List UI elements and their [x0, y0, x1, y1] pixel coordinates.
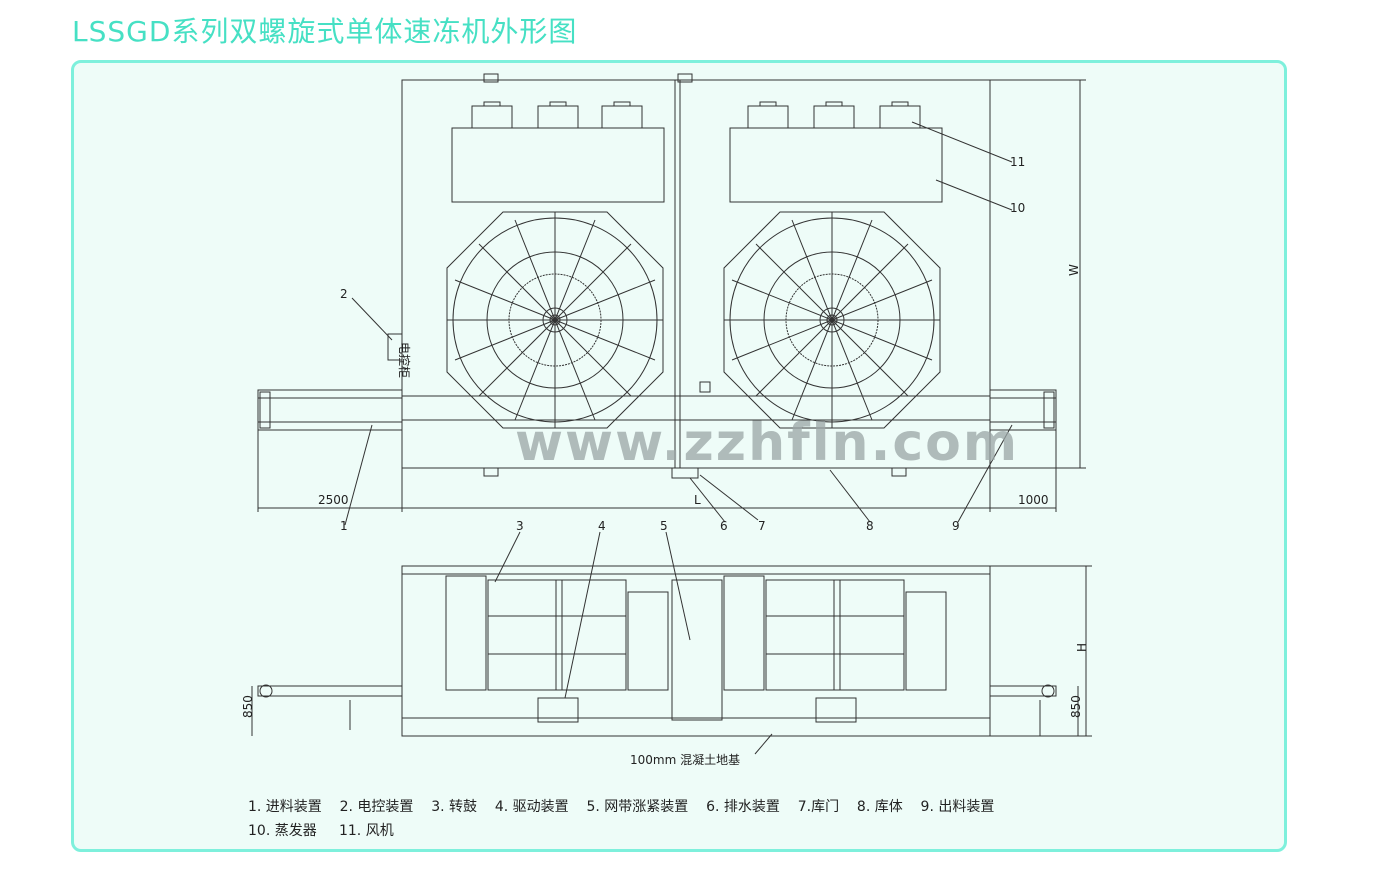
callout-4: 4 [598, 519, 606, 533]
dim-width: W [1067, 264, 1081, 276]
right-fans [747, 101, 921, 129]
left-fans [471, 101, 643, 129]
callout-7: 7 [758, 519, 766, 533]
legend-item: 4. 驱动装置 [494, 799, 569, 815]
legend-item: 7.库门 [797, 799, 840, 815]
legend-item: 3. 转鼓 [431, 799, 478, 815]
dim-conveyor-left: 850 [241, 695, 255, 718]
dim-length: L [694, 493, 701, 507]
legend-item: 11. 风机 [338, 823, 394, 839]
legend-row-1: 1. 进料装置 2. 电控装置 3. 转鼓 4. 驱动装置 5. 网带涨紧装置 … [248, 796, 994, 816]
legend-item: 8. 库体 [856, 799, 903, 815]
legend-item: 6. 排水装置 [706, 799, 780, 815]
front-view [251, 531, 1092, 755]
callout-11: 11 [1010, 155, 1025, 169]
callout-2: 2 [340, 287, 348, 301]
legend-item: 10. 蒸发器 [248, 823, 317, 839]
control-box-label: 电控柜 [397, 342, 411, 378]
dim-infeed: 2500 [318, 493, 349, 507]
legend-row-2: 10. 蒸发器 11. 风机 [248, 820, 394, 840]
top-view [257, 73, 1086, 526]
right-drive-unit [815, 697, 857, 723]
callout-8: 8 [866, 519, 874, 533]
page-title: LSSGD系列双螺旋式单体速冻机外形图 [72, 15, 578, 48]
legend-item: 5. 网带涨紧装置 [586, 799, 689, 815]
left-drum [446, 211, 664, 429]
right-drum-elevation [765, 579, 905, 691]
right-drum [723, 211, 941, 429]
callout-3: 3 [516, 519, 524, 533]
left-drive-unit [537, 697, 579, 723]
watermark: www.zzhfln.com [515, 413, 1019, 473]
outfeed-conveyor [989, 389, 1057, 431]
left-drum-elevation [487, 579, 627, 691]
control-box [387, 333, 403, 361]
right-evaporator [729, 127, 943, 203]
callout-10: 10 [1010, 201, 1025, 215]
callout-9: 9 [952, 519, 960, 533]
infeed-conveyor [257, 389, 403, 431]
left-evaporator [451, 127, 665, 203]
front-room-body [401, 565, 991, 737]
legend-item: 1. 进料装置 [248, 799, 322, 815]
dim-outfeed: 1000 [1018, 493, 1049, 507]
dim-height: H [1075, 643, 1089, 652]
callout-1: 1 [340, 519, 348, 533]
foundation-note: 100mm 混凝土地基 [630, 752, 740, 767]
callout-6: 6 [720, 519, 728, 533]
legend-item: 9. 出料装置 [920, 799, 995, 815]
callout-5: 5 [660, 519, 668, 533]
legend-item: 2. 电控装置 [339, 799, 414, 815]
dim-conveyor-right: 850 [1069, 695, 1083, 718]
